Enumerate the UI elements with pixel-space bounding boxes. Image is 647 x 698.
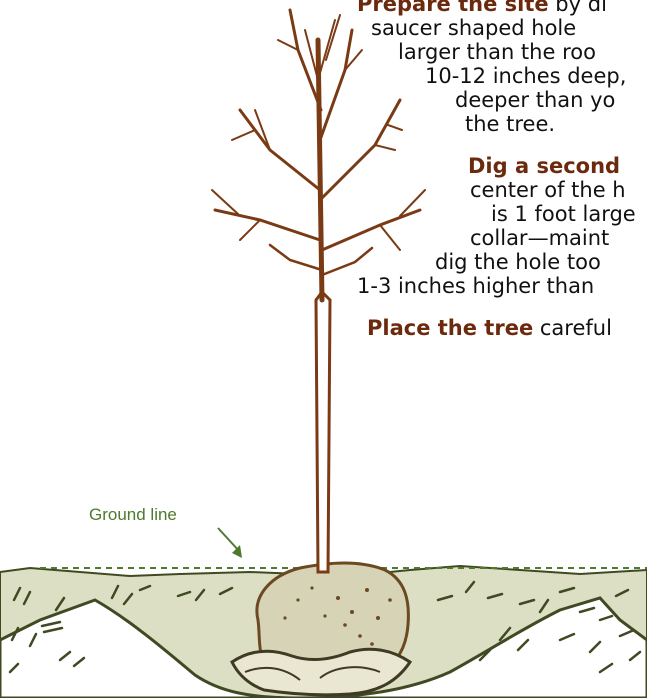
- tree-trunk: [316, 292, 330, 572]
- tree-crown: [212, 10, 425, 300]
- ground-line-label: Ground line: [89, 505, 177, 525]
- ground-line-arrow: [218, 528, 242, 558]
